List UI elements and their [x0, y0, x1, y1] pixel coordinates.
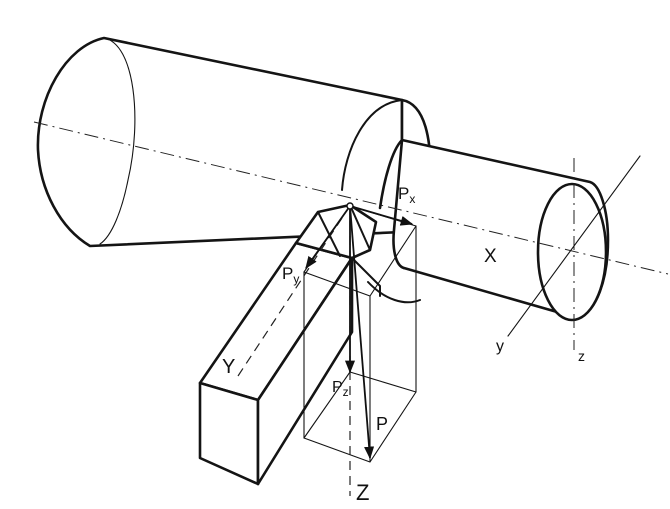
- end-face-ellipse: [536, 182, 608, 322]
- force-p-arrow: [349, 205, 375, 460]
- force-py-arrow: [305, 205, 351, 270]
- label-z-axis: Z: [356, 480, 369, 504]
- tool-y-axis: [237, 217, 343, 377]
- workpiece-axis: [33, 121, 669, 275]
- label-y-small: y: [496, 338, 504, 355]
- label-y-tool: Y: [222, 356, 235, 378]
- label-p: P: [376, 414, 388, 434]
- label-py: Py: [282, 264, 299, 286]
- force-px-arrow: [349, 205, 414, 226]
- force-vectors: [305, 202, 414, 460]
- label-px: Px: [398, 184, 415, 206]
- contact-point: [346, 202, 354, 210]
- cutting-tool: [198, 203, 381, 486]
- labels: Px Py Pz P X Y Z y z: [222, 184, 585, 505]
- label-z-small: z: [578, 348, 585, 364]
- label-pz: Pz: [332, 379, 349, 399]
- large-cylinder: [36, 36, 404, 248]
- end-y-axis: [507, 155, 641, 337]
- label-x-axis: X: [484, 246, 497, 267]
